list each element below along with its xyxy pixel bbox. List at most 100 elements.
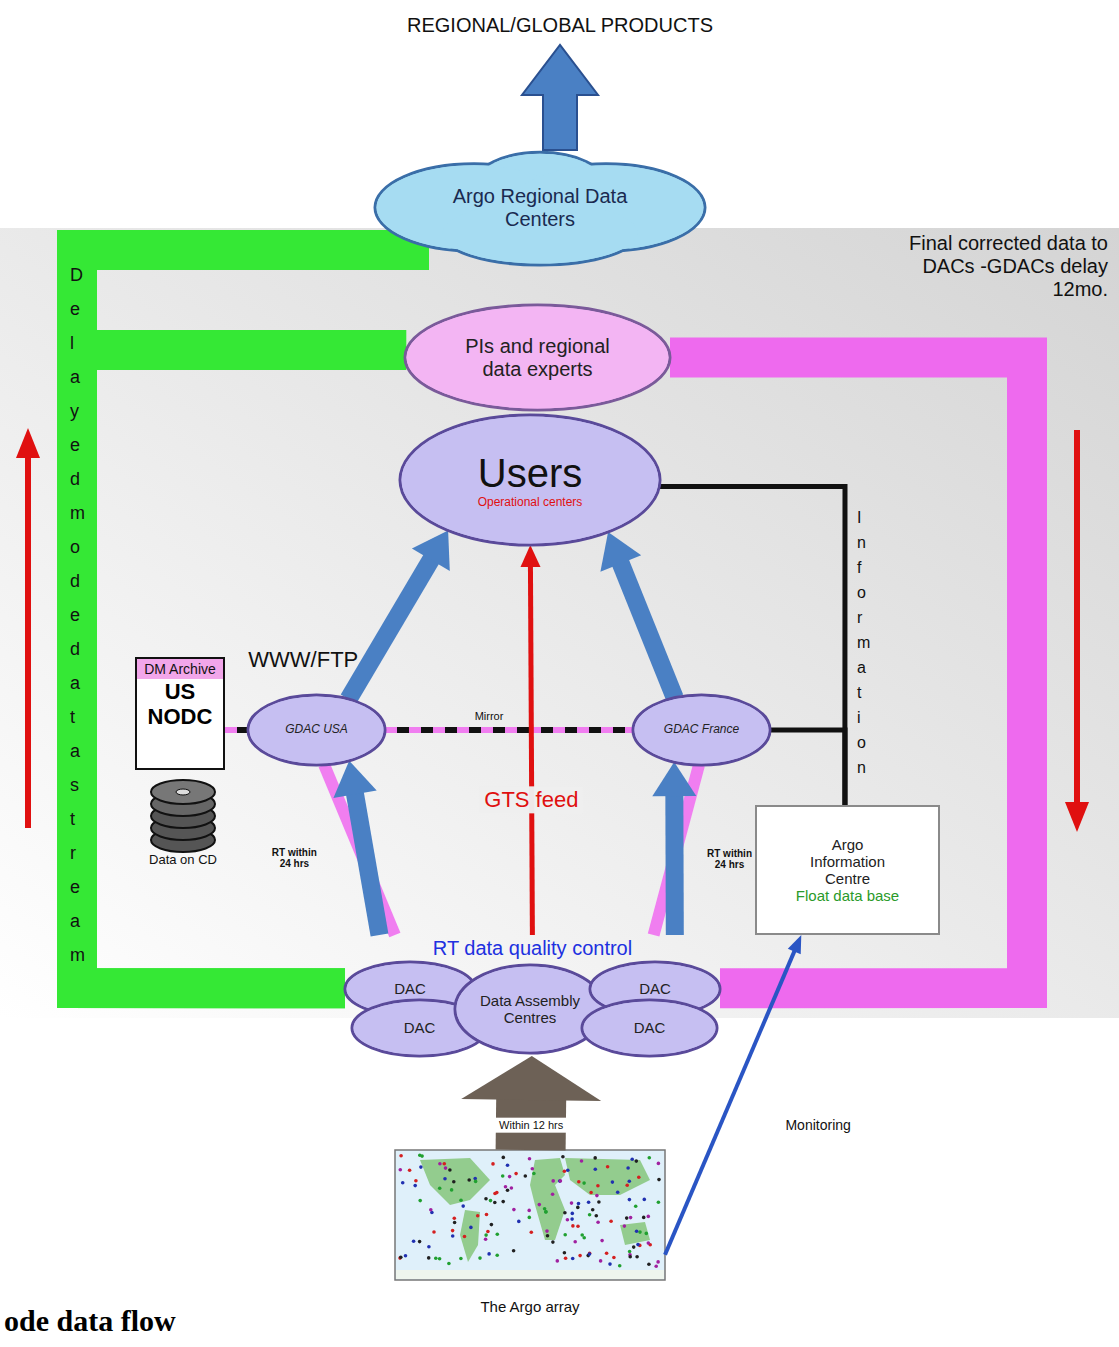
flow-connector [349,531,450,700]
node-text: Argo Regional Data Centers [435,185,645,231]
float-dot [501,1200,505,1204]
float-dot [545,1229,549,1233]
float-dot [597,1200,601,1204]
float-dot [438,1162,442,1166]
heading-label: REGIONAL/GLOBAL PRODUCTS [407,14,713,37]
float-dot [532,1172,536,1176]
red-down-arrow [1074,430,1080,805]
float-dot [571,1257,575,1261]
products-arrow [522,45,598,150]
dac-ellipse: DAC [582,1000,717,1056]
shape-outline [582,1000,717,1056]
flow-connector [225,730,248,731]
float-dot [595,1214,599,1218]
float-dot [546,1234,550,1238]
float-dot [628,1250,632,1254]
float-dot [643,1198,647,1202]
float-dot [485,1213,489,1217]
node-text: DAC [394,980,426,997]
icon-label: Data on CD [149,853,217,868]
float-dot [561,1155,565,1159]
float-dot [467,1178,471,1182]
float-dot [605,1252,609,1256]
float-dot [459,1199,463,1203]
float-dot [629,1216,633,1220]
shape-fill [407,307,669,409]
float-dot [530,1230,534,1234]
float-dot [508,1175,512,1179]
argo-array-map: The Argo array [395,1150,665,1315]
float-dot [577,1202,581,1206]
float-dot [577,1180,581,1184]
flow-connector [77,250,429,988]
flow-connector [385,730,633,731]
float-dot [595,1194,599,1198]
float-dot [427,1245,431,1249]
arrow-head [461,1056,601,1101]
shape-outline [248,695,385,765]
gdac-ellipse: GDAC France [633,695,770,765]
float-dot [495,1253,499,1257]
connector-dash [385,727,633,733]
node-text: GDAC France [664,723,739,737]
dac-ellipse: Data Assembly Centres [455,965,605,1053]
connector-label: WWW/FTP [248,647,358,672]
float-dot [630,1157,634,1161]
arrow-head [652,762,696,796]
connector-label: RT within 24 hrs [706,847,754,870]
float-dot [413,1184,417,1188]
connector-line [665,783,684,936]
node-text: DAC [404,1019,436,1036]
connector-line [385,727,633,733]
flow-connector [600,532,674,698]
float-dot [434,1256,438,1260]
red-up-arrow [25,455,31,828]
float-dot [474,1180,478,1184]
shape-fill [635,697,769,764]
float-dot [399,1154,403,1158]
float-dot [453,1221,457,1225]
node-text: DM Archive [137,659,223,679]
world-map [395,1150,665,1280]
shape-fill [402,417,659,544]
float-dot [647,1215,651,1219]
float-dot [558,1179,562,1183]
float-dot [484,1197,488,1201]
float-dot [580,1159,584,1163]
float-dot [635,1230,639,1234]
float-dot [484,1233,488,1237]
float-dot [453,1216,457,1220]
float-dot [418,1199,422,1203]
float-dot [512,1208,516,1212]
arrow-head [788,935,802,954]
float-dot [587,1201,591,1205]
float-dot [538,1203,542,1207]
float-dot [510,1186,514,1190]
float-dot [491,1162,495,1166]
float-dot [420,1154,424,1158]
float-dot [657,1162,661,1166]
float-dot [414,1179,418,1183]
float-dot [654,1265,658,1269]
float-dot [478,1256,482,1260]
float-dot [476,1214,480,1218]
float-dot [447,1262,451,1266]
float-dot [487,1252,491,1256]
float-dot [399,1168,403,1172]
float-dot [486,1230,490,1234]
node-text: GDAC USA [285,723,348,737]
connector-label: Mirror [475,710,504,723]
float-dot [543,1207,547,1211]
arrow-head [333,761,376,798]
float-dot [398,1256,402,1260]
float-dot [399,1256,403,1260]
float-dot [489,1199,493,1203]
flow-connector [652,762,696,935]
float-dot [573,1240,577,1244]
red-down-head [1065,802,1089,832]
float-dot [571,1224,575,1228]
vertical-label: Delayed mode data stream [70,258,71,972]
float-dot [408,1168,412,1172]
connector-line [530,558,532,935]
float-dot [645,1232,649,1236]
